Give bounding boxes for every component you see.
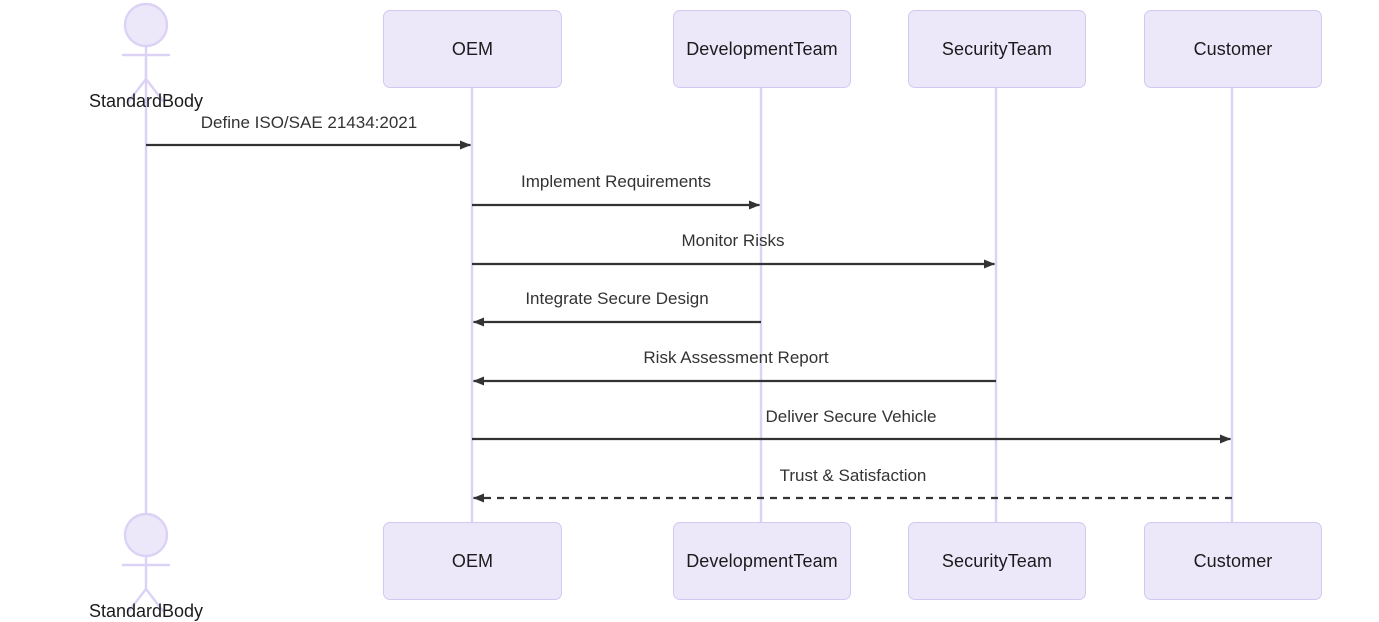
participant-label-customer: Customer — [1193, 550, 1273, 571]
participant-label-oem: OEM — [451, 38, 494, 59]
participant-label-securityteam: SecurityTeam — [941, 550, 1053, 571]
message-label-0: Define ISO/SAE 21434:2021 — [200, 113, 418, 132]
participant-box-securityteam-top[interactable]: SecurityTeam — [908, 10, 1086, 88]
message-label-2: Monitor Risks — [681, 231, 785, 250]
participant-box-customer-top[interactable]: Customer — [1144, 10, 1322, 88]
participant-box-developmentteam-top[interactable]: DevelopmentTeam — [673, 10, 851, 88]
participant-label-developmentteam: DevelopmentTeam — [686, 550, 838, 571]
message-label-1: Implement Requirements — [521, 172, 711, 191]
actor-label-standardbody-top: StandardBody — [88, 91, 204, 111]
participant-label-developmentteam: DevelopmentTeam — [686, 38, 838, 59]
participant-box-customer-bottom[interactable]: Customer — [1144, 522, 1322, 600]
participant-box-developmentteam-bottom[interactable]: DevelopmentTeam — [673, 522, 851, 600]
message-label-3: Integrate Secure Design — [525, 289, 709, 308]
participant-label-oem: OEM — [451, 550, 494, 571]
participant-label-securityteam: SecurityTeam — [941, 38, 1053, 59]
actor-figures-group — [121, 2, 171, 612]
participant-label-customer: Customer — [1193, 38, 1273, 59]
actor-figure-standardbody-bottom — [121, 512, 171, 612]
participant-box-oem-bottom[interactable]: OEM — [383, 522, 562, 600]
actor-figure-standardbody-top — [121, 2, 171, 103]
message-arrows-group — [146, 140, 1232, 503]
lifelines-group — [144, 58, 1234, 522]
message-label-4: Risk Assessment Report — [643, 348, 829, 367]
participant-box-securityteam-bottom[interactable]: SecurityTeam — [908, 522, 1086, 600]
message-label-5: Deliver Secure Vehicle — [765, 407, 937, 426]
message-label-6: Trust & Satisfaction — [779, 466, 927, 485]
participant-box-oem-top[interactable]: OEM — [383, 10, 562, 88]
